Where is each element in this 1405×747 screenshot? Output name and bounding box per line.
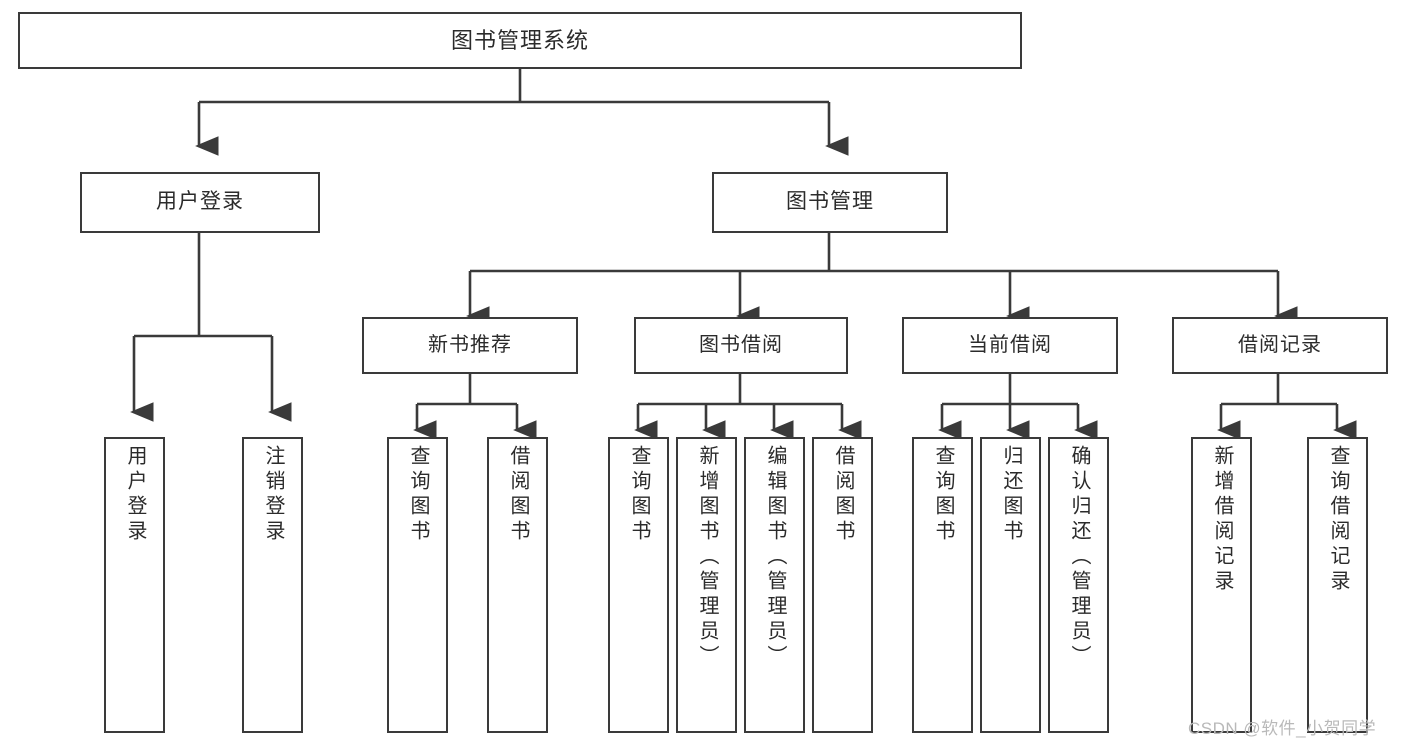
node-label: 查询图书: [932, 445, 954, 545]
node-book-borrow[interactable]: 图书借阅: [634, 317, 848, 374]
leaf-new-book-borrow-book[interactable]: 借阅图书: [487, 437, 548, 733]
node-label: 查询借阅记录: [1327, 445, 1349, 595]
node-new-book-recommend[interactable]: 新书推荐: [362, 317, 578, 374]
leaf-borrow-record-add-record[interactable]: 新增借阅记录: [1191, 437, 1252, 733]
node-label: 编辑图书（管理员）: [764, 445, 786, 670]
leaf-new-book-query-book[interactable]: 查询图书: [387, 437, 448, 733]
node-label: 当前借阅: [968, 334, 1052, 356]
leaf-user-login-login[interactable]: 用户登录: [104, 437, 165, 733]
node-label: 新增借阅记录: [1211, 445, 1233, 595]
node-label: 借阅图书: [507, 445, 529, 545]
leaf-borrow-record-query-record[interactable]: 查询借阅记录: [1307, 437, 1368, 733]
node-label: 图书管理: [786, 190, 874, 214]
leaf-user-login-logout[interactable]: 注销登录: [242, 437, 303, 733]
leaf-current-borrow-return-book[interactable]: 归还图书: [980, 437, 1041, 733]
node-label: 图书借阅: [699, 334, 783, 356]
node-label: 注销登录: [262, 445, 284, 545]
node-label: 图书管理系统: [450, 27, 589, 53]
leaf-current-borrow-confirm-return-admin[interactable]: 确认归还（管理员）: [1048, 437, 1109, 733]
node-book-management[interactable]: 图书管理: [712, 172, 948, 233]
leaf-book-borrow-add-book-admin[interactable]: 新增图书（管理员）: [676, 437, 737, 733]
node-label: 查询图书: [407, 445, 429, 545]
leaf-book-borrow-borrow-book[interactable]: 借阅图书: [812, 437, 873, 733]
node-label: 借阅记录: [1238, 334, 1322, 356]
leaf-current-borrow-query-book[interactable]: 查询图书: [912, 437, 973, 733]
node-label: 用户登录: [124, 445, 146, 545]
node-label: 确认归还（管理员）: [1068, 445, 1090, 670]
node-label: 查询图书: [628, 445, 650, 545]
node-label: 新增图书（管理员）: [696, 445, 718, 670]
node-label: 借阅图书: [832, 445, 854, 545]
node-root-book-management-system[interactable]: 图书管理系统: [18, 12, 1022, 69]
leaf-book-borrow-query-book[interactable]: 查询图书: [608, 437, 669, 733]
csdn-watermark: CSDN @软件_小贺同学: [1188, 719, 1377, 738]
leaf-book-borrow-edit-book-admin[interactable]: 编辑图书（管理员）: [744, 437, 805, 733]
node-user-login[interactable]: 用户登录: [80, 172, 320, 233]
node-label: 用户登录: [156, 190, 244, 214]
node-current-borrow[interactable]: 当前借阅: [902, 317, 1118, 374]
node-label: 归还图书: [1000, 445, 1022, 545]
node-borrow-record[interactable]: 借阅记录: [1172, 317, 1388, 374]
node-label: 新书推荐: [428, 334, 512, 356]
